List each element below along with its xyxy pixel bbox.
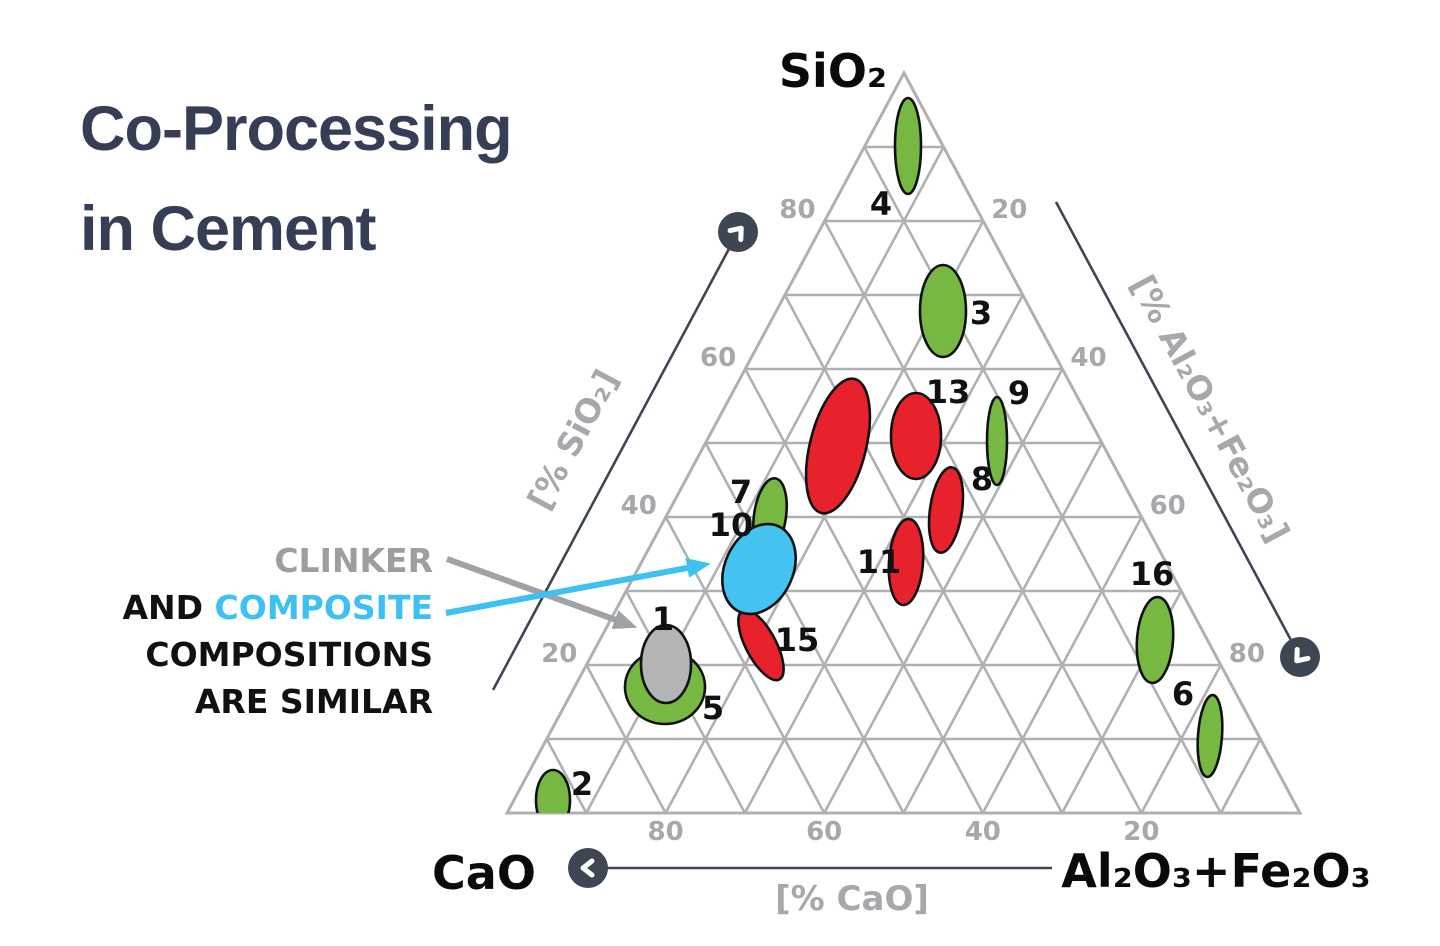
region-label-16: 16	[1130, 555, 1175, 593]
annotation-and-composite: AND COMPOSITE	[0, 584, 433, 631]
grid-line	[1140, 664, 1222, 814]
page-title: Co-Processing in Cement	[80, 79, 700, 279]
tick-label: 80	[1229, 639, 1265, 669]
region-label-4: 4	[870, 185, 892, 223]
region-ellipse-11	[887, 517, 925, 607]
annotation-clinker: CLINKER	[274, 541, 433, 580]
tick-label: 40	[1070, 343, 1106, 373]
triangle-outline	[504, 69, 1303, 815]
region-ellipse-9	[985, 395, 1009, 487]
region-number-labels: 2 5 1 4 3 13 9 8 7 15 10 11 16 6	[571, 185, 1194, 803]
composite-arrow	[445, 558, 711, 616]
composition-regions	[534, 96, 1224, 813]
axis-bottom-title: [% CaO]	[775, 879, 929, 919]
axis-sio2-direction-chevron-icon	[727, 225, 744, 243]
axis-sio2-direction-circle	[718, 212, 758, 252]
region-label-8: 8	[971, 460, 993, 498]
region-ellipse-13	[889, 391, 943, 481]
tick-label: 40	[621, 491, 657, 521]
region-ellipse-6	[1196, 693, 1224, 779]
grid-line	[981, 516, 1143, 814]
axis-cao-direction-chevron-icon	[580, 858, 595, 878]
region-label-6: 6	[1172, 675, 1194, 713]
grid-line	[863, 146, 1222, 814]
region-ellipse-10	[721, 522, 797, 616]
axis-al2o3-fe2o3-direction-line	[1054, 201, 1302, 658]
tick-label: 60	[806, 817, 842, 847]
clinker-composite-annotation: CLINKER AND COMPOSITE COMPOSITIONS ARE S…	[0, 537, 433, 725]
region-label-1: 1	[652, 600, 674, 638]
clinker-arrow	[445, 556, 638, 629]
vertex-label-cao: CaO	[432, 846, 536, 900]
region-ellipse-3	[918, 263, 968, 359]
grid-line	[1219, 738, 1262, 814]
region-label-7: 7	[730, 473, 752, 511]
axis-al2o3-fe2o3-direction-circle	[1280, 637, 1320, 677]
tick-label: 80	[779, 195, 815, 225]
vertex-label-sio2: SiO₂	[779, 44, 887, 98]
annotation-are-similar: ARE SIMILAR	[194, 682, 433, 721]
region-label-9: 9	[1008, 374, 1030, 412]
region-ellipse-4	[893, 96, 923, 196]
vertex-label-al2o3-fe2o3: Al₂O₃+Fe₂O₃	[1061, 844, 1370, 898]
tick-label: 60	[1150, 491, 1186, 521]
axis-al2o3-fe2o3-direction-chevron-icon	[1294, 646, 1311, 664]
annotation-and: AND	[122, 588, 204, 627]
title-line-2: in Cement	[80, 194, 377, 264]
grid-line	[743, 294, 1024, 814]
grid-line	[585, 664, 667, 814]
tick-label: 20	[1123, 817, 1159, 847]
region-ellipse-1	[639, 623, 693, 705]
tick-label: 20	[541, 639, 577, 669]
axis-direction-lines	[491, 201, 1320, 888]
region-ellipse-2	[534, 768, 572, 813]
region-label-11: 11	[857, 543, 902, 581]
region-label-10: 10	[709, 506, 754, 544]
axis-sio2-direction-line	[491, 231, 740, 691]
title-line-1: Co-Processing	[80, 94, 513, 164]
region-label-13: 13	[926, 373, 971, 411]
region-label-5: 5	[702, 689, 724, 727]
tick-label: 20	[991, 195, 1027, 225]
region-ellipse-unlabeled	[804, 377, 872, 515]
tick-label: 60	[700, 343, 736, 373]
tick-label: 80	[648, 817, 684, 847]
axis-left-title: [% SiO₂]	[520, 363, 626, 516]
region-ellipse-unlabeled	[927, 466, 965, 554]
annotation-compositions: COMPOSITIONS	[145, 635, 433, 674]
region-label-15: 15	[775, 621, 820, 659]
annotation-arrows	[445, 556, 711, 629]
region-label-3: 3	[970, 294, 992, 332]
grid-line	[902, 442, 1104, 814]
grid-line	[704, 442, 905, 814]
region-label-2: 2	[571, 765, 593, 803]
axis-tick-labels: 80 60 40 20 20 40 60 80 80 60 40 20	[541, 195, 1265, 847]
annotation-composite: COMPOSITE	[214, 588, 433, 627]
axis-cao-direction-circle	[568, 848, 608, 888]
region-ellipse-16	[1135, 595, 1175, 685]
tick-label: 40	[965, 817, 1001, 847]
grid-line	[545, 738, 588, 814]
